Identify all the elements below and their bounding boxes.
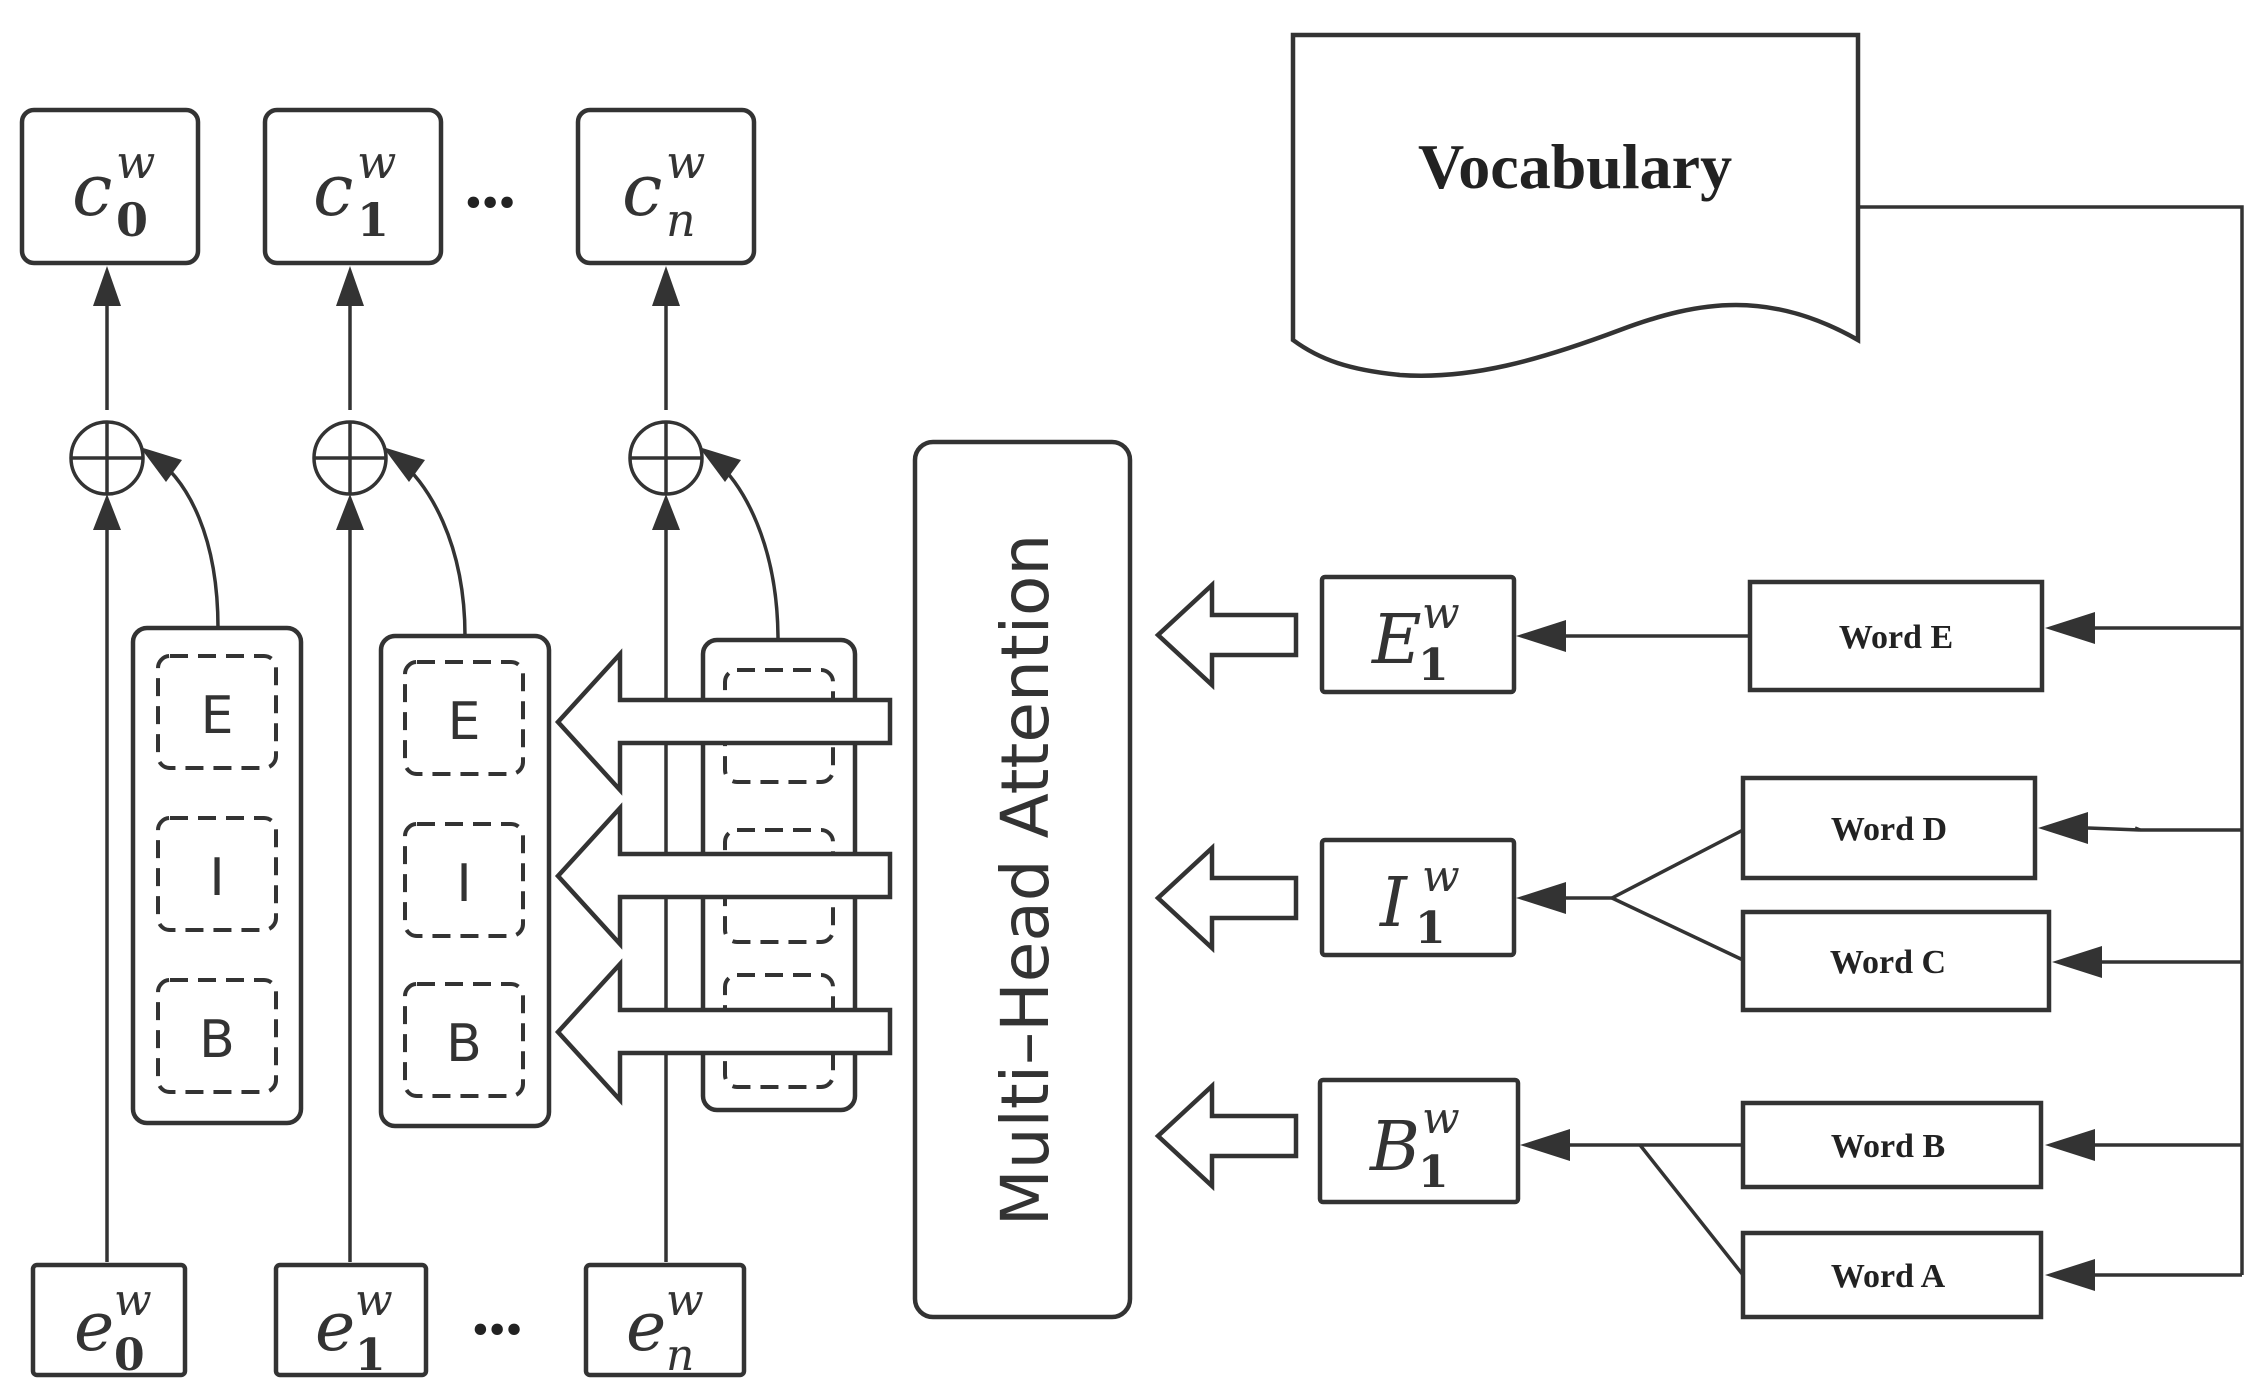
vocabulary-box: Vocabulary <box>1290 32 1861 378</box>
attention-to-tags-arrows <box>554 648 893 1106</box>
svg-text:1: 1 <box>357 193 389 247</box>
svg-text:w: w <box>1422 1093 1460 1144</box>
svg-text:n: n <box>666 1330 694 1381</box>
svg-text:w: w <box>357 135 396 189</box>
word-a-box: Word A <box>1740 1230 2044 1320</box>
word-d-box: Word D <box>1740 775 2038 881</box>
input-e0: e w 0 <box>30 1262 188 1381</box>
word-b-box: Word B <box>1740 1100 2044 1190</box>
svg-text:1: 1 <box>1415 903 1446 954</box>
embedding-E1: E w 1 <box>1319 574 1517 695</box>
svg-text:I: I <box>1378 864 1408 943</box>
svg-text:w: w <box>1422 851 1460 902</box>
word-e-box: Word E <box>1747 579 2045 693</box>
svg-text:c: c <box>622 148 662 232</box>
svg-text:I: I <box>209 848 224 908</box>
svg-text:I: I <box>456 854 471 914</box>
svg-text:Word E: Word E <box>1839 619 1953 656</box>
svg-text:e: e <box>626 1288 666 1367</box>
svg-text:w: w <box>666 135 705 189</box>
tag-to-sum-arrows <box>140 447 780 641</box>
svg-text:1: 1 <box>1418 1147 1449 1198</box>
vocabulary-to-word-arrows <box>2038 612 2242 1291</box>
svg-text:w: w <box>1422 588 1460 639</box>
output-c1: c w 1 <box>262 107 444 266</box>
tag-column-0: E I B <box>130 625 304 1126</box>
svg-text:w: w <box>116 135 155 189</box>
sum-node-0 <box>69 420 145 496</box>
sum-node-1 <box>312 420 388 496</box>
input-ellipsis: ••• <box>472 1303 522 1356</box>
word-c-box: Word C <box>1740 909 2052 1013</box>
svg-text:e: e <box>315 1288 355 1367</box>
svg-text:1: 1 <box>355 1330 386 1381</box>
svg-text:Word A: Word A <box>1831 1258 1946 1295</box>
svg-text:e: e <box>74 1288 114 1367</box>
embedding-to-attention-arrows <box>1154 579 1299 1192</box>
sum-to-output-arrows <box>93 266 680 410</box>
svg-text:Word D: Word D <box>1831 811 1947 848</box>
svg-text:B: B <box>199 1010 235 1070</box>
svg-text:w: w <box>114 1275 152 1326</box>
svg-text:c: c <box>72 148 112 232</box>
svg-text:Multi–Head Attention: Multi–Head Attention <box>987 534 1064 1226</box>
output-c0: c w 0 <box>19 107 201 266</box>
svg-text:0: 0 <box>114 1330 145 1381</box>
svg-text:0: 0 <box>116 193 148 247</box>
svg-text:B: B <box>1368 1108 1420 1187</box>
svg-text:B: B <box>446 1014 482 1074</box>
svg-text:E: E <box>448 692 481 752</box>
sum-node-n <box>628 420 704 496</box>
svg-text:E: E <box>1370 601 1422 680</box>
svg-text:Vocabulary: Vocabulary <box>1418 131 1732 202</box>
output-cn: c w n <box>575 107 757 266</box>
input-e1: e w 1 <box>273 1262 429 1381</box>
output-ellipsis: ••• <box>465 176 515 229</box>
tag-column-1: E I B <box>378 633 552 1129</box>
svg-text:1: 1 <box>1418 640 1449 691</box>
svg-text:Word C: Word C <box>1830 944 1946 981</box>
svg-text:E: E <box>201 686 234 746</box>
input-en: e w n <box>583 1262 747 1381</box>
multi-head-attention-box: Multi–Head Attention <box>912 439 1133 1320</box>
embedding-I1: I w 1 <box>1319 837 1517 958</box>
word-to-embedding-arrows <box>1516 620 1750 1277</box>
svg-text:Word B: Word B <box>1831 1128 1945 1165</box>
vocabulary-bus <box>1858 205 2244 1275</box>
svg-text:c: c <box>313 148 353 232</box>
embedding-B1: B w 1 <box>1317 1077 1521 1205</box>
svg-text:n: n <box>666 193 696 247</box>
svg-text:w: w <box>666 1275 704 1326</box>
svg-text:w: w <box>355 1275 393 1326</box>
